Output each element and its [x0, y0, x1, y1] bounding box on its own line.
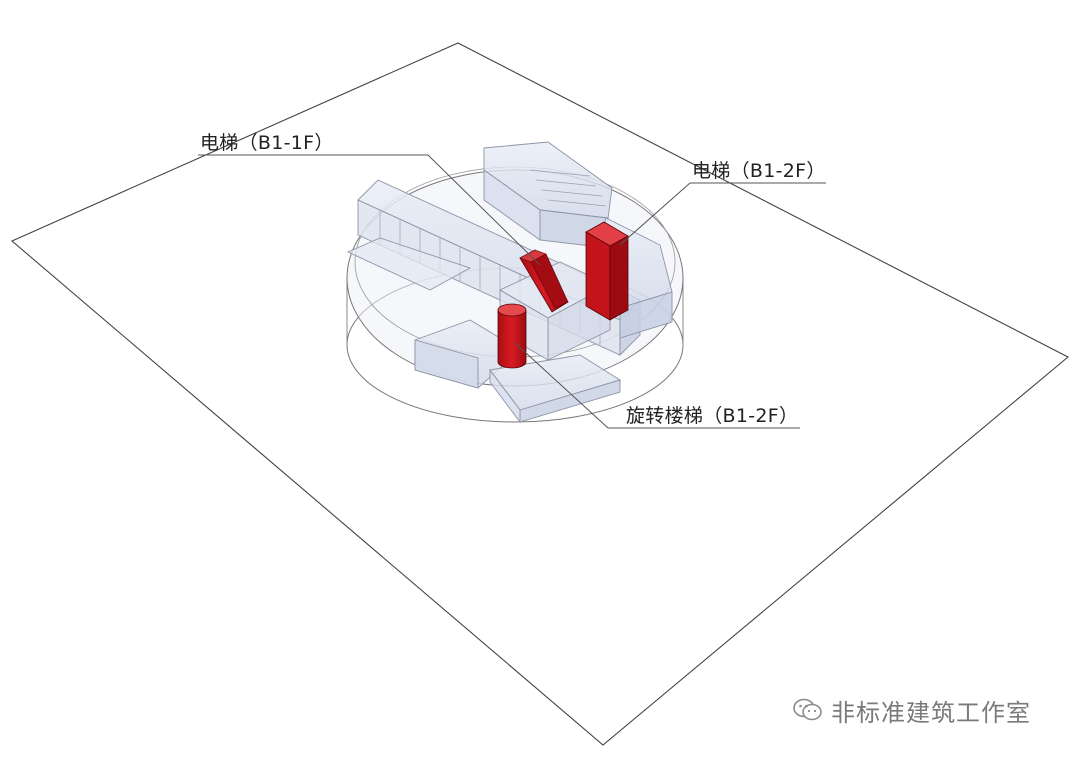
core-elevator-b1-2f: [585, 221, 629, 321]
label-elevator-b1-1f: 电梯（B1-1F）: [200, 132, 334, 154]
wechat-icon: [793, 698, 822, 721]
leader-lines: [198, 154, 826, 429]
label-elevator-b1-2f: 电梯（B1-2F）: [692, 160, 826, 182]
watermark: 非标准建筑工作室: [793, 694, 1031, 727]
label-spiral-stair-b1-2f: 旋转楼梯（B1-2F）: [626, 405, 799, 427]
core-spiral-stair: [497, 303, 527, 369]
core-elevator-b1-1f: [519, 249, 569, 313]
watermark-text: 非标准建筑工作室: [831, 698, 1031, 727]
